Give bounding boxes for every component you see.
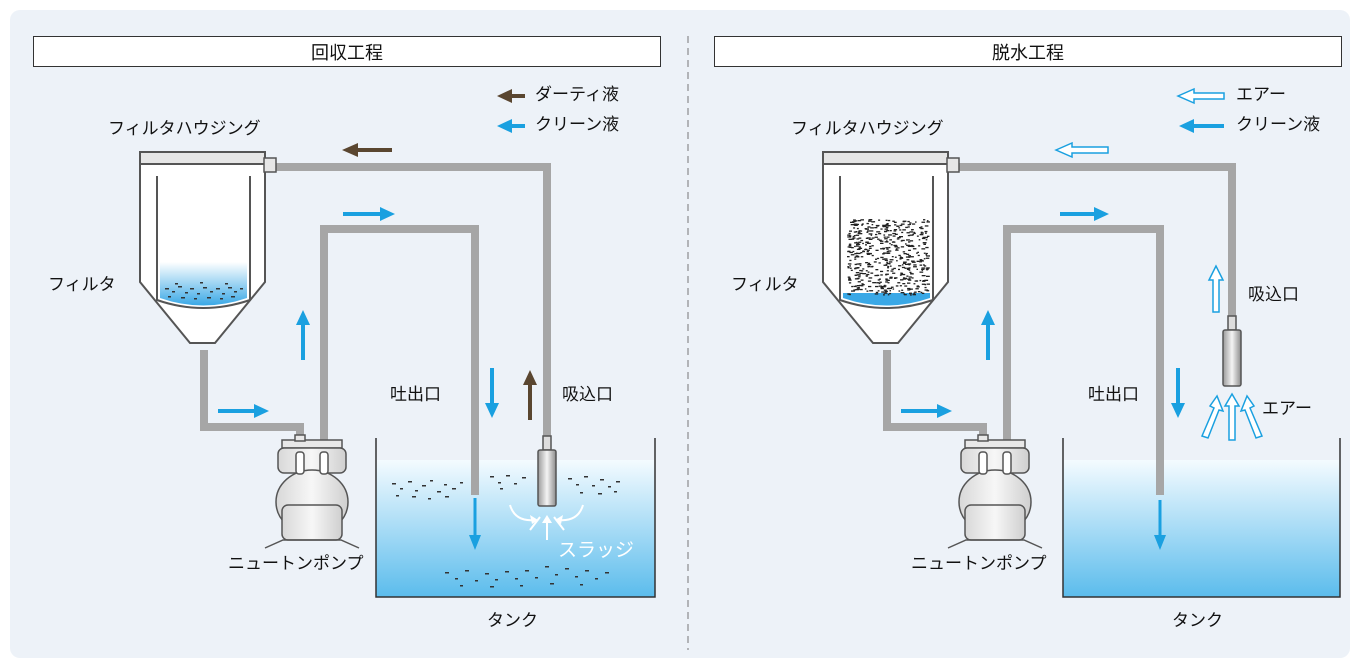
left-legend-clean-label: クリーン液 (535, 115, 620, 135)
left-filter-housing-label: フィルタハウジング (108, 119, 261, 139)
right-tank-liquid (1063, 460, 1340, 597)
left-legend-clean-arrow (497, 119, 525, 133)
right-filter-liquid (843, 293, 930, 306)
left-filter-liquid (160, 262, 247, 306)
left-dirty-flow-up-arrow (523, 370, 537, 420)
right-clean-up-arrow (981, 310, 995, 360)
left-discharge-pipe (320, 225, 479, 495)
right-discharge-label: 吐出口 (1088, 385, 1139, 405)
right-air-up-arrow (1207, 264, 1225, 313)
right-legend-clean-label: クリーン液 (1236, 115, 1321, 135)
left-tank-label: タンク (487, 611, 538, 631)
right-pump (947, 434, 1043, 549)
right-pump-label: ニュートンポンプ (911, 554, 1047, 574)
left-clean-tank-arrow (469, 498, 481, 550)
right-filter-to-pump-pipe (883, 350, 987, 445)
left-title: 回収工程 (33, 36, 661, 67)
right-filter-housing (822, 151, 960, 344)
left-filter-label: フィルタ (48, 275, 116, 295)
right-discharge-pipe (1003, 225, 1164, 495)
right-filter-housing-label: フィルタハウジング (791, 119, 944, 139)
left-tank-liquid (376, 460, 655, 597)
left-clean-down-arrow (485, 368, 499, 418)
left-clean-right-arrow (218, 404, 269, 418)
right-clean-right-arrow (901, 404, 952, 418)
left-pump-label: ニュートンポンプ (228, 554, 364, 574)
right-tank-label: タンク (1172, 611, 1223, 631)
right-suction-pipe (958, 163, 1236, 320)
left-dirty-flow-top-arrow (342, 143, 392, 157)
right-filter-cake (847, 219, 930, 296)
left-pump (264, 434, 360, 549)
right-air-label: エアー (1262, 399, 1312, 419)
left-suction-nozzle (537, 435, 557, 507)
left-filter-housing (139, 151, 277, 344)
left-filter-to-pump-pipe (200, 350, 304, 445)
left-suction-pipe (275, 163, 551, 440)
right-title: 脱水工程 (714, 36, 1342, 67)
right-air-top-arrow (1054, 141, 1109, 159)
left-legend-dirty-label: ダーティ液 (535, 85, 619, 105)
right-legend-air-arrow (1176, 87, 1225, 105)
right-filter-label: フィルタ (731, 275, 799, 295)
left-legend-dirty-arrow (497, 89, 525, 103)
left-clean-up-arrow (296, 310, 310, 360)
left-clean-top-arrow (343, 207, 395, 221)
right-legend-air-label: エアー (1236, 85, 1286, 105)
left-filter-sludge (165, 282, 243, 300)
right-legend-clean-arrow (1179, 119, 1224, 133)
left-discharge-label: 吐出口 (390, 385, 441, 405)
right-suction-label: 吸込口 (1248, 285, 1299, 305)
left-suction-label: 吸込口 (562, 385, 613, 405)
right-tank (1062, 438, 1341, 598)
right-clean-tank-arrow (1154, 500, 1166, 550)
left-tank-sludge (392, 475, 620, 588)
right-air-inlet-arrows (1200, 392, 1264, 441)
left-sludge-arrowheads (530, 515, 563, 524)
right-suction-nozzle (1222, 315, 1242, 387)
right-clean-top-arrow (1060, 207, 1109, 221)
left-tank (375, 438, 656, 598)
right-clean-down-arrow (1171, 368, 1185, 418)
left-sludge-label: スラッジ (558, 539, 635, 561)
